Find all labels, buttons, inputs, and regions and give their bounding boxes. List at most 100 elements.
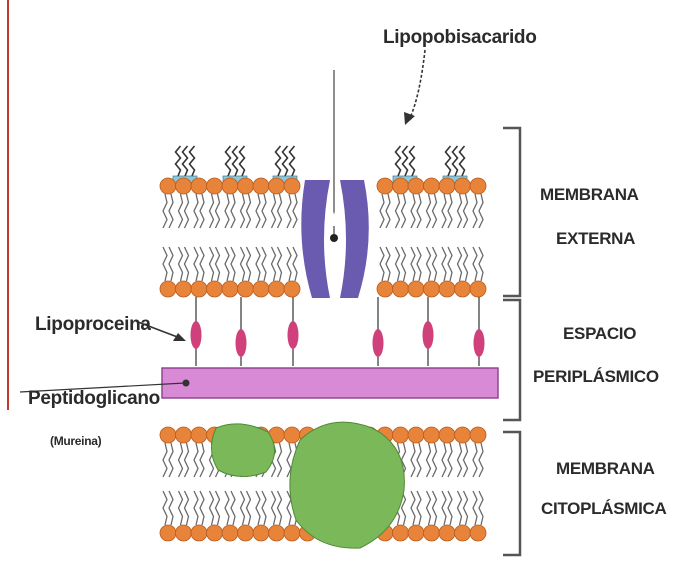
lipoprotein <box>373 329 384 357</box>
lipid-tail <box>231 194 235 228</box>
cytoplasmic-membrane <box>160 422 486 548</box>
lipid-tail <box>287 247 291 281</box>
phospholipid-head <box>284 525 300 541</box>
lipoprotein <box>423 321 434 349</box>
phospholipid-head <box>269 178 285 194</box>
phospholipid-head <box>439 178 455 194</box>
lipoprotein <box>474 329 485 357</box>
lipid-tail <box>179 194 183 228</box>
lipid-tail <box>448 443 452 477</box>
lipid-tail <box>231 491 235 525</box>
lipid-tail <box>473 491 477 525</box>
lipid-tail <box>427 247 431 281</box>
lps-chain <box>403 146 408 176</box>
phospholipid-head <box>160 525 176 541</box>
periplasmic-space <box>162 297 498 398</box>
lps-chain <box>460 146 465 176</box>
phospholipid-head <box>176 525 192 541</box>
lipid-tail <box>231 247 235 281</box>
periplasmic-label-line2: PERIPLÁSMICO <box>533 367 659 386</box>
lps-chain <box>446 146 451 176</box>
phospholipid-head <box>455 281 471 297</box>
phospholipid-head <box>269 281 285 297</box>
phospholipid-head <box>176 178 192 194</box>
phospholipid-head <box>470 281 486 297</box>
lipid-tail <box>402 247 406 281</box>
phospholipid-head <box>284 427 300 443</box>
lipid-tail <box>216 247 220 281</box>
lipid-tail <box>169 443 173 477</box>
lps-chain <box>283 146 288 176</box>
lipid-tail <box>256 491 260 525</box>
lps-chain <box>396 146 401 176</box>
lipid-tail <box>169 194 173 228</box>
lipopolysaccharide-label: Lipopobisacarido <box>383 27 537 48</box>
lipid-tail <box>200 443 204 477</box>
porin-channel-highlight <box>330 212 338 226</box>
phospholipid-head <box>207 525 223 541</box>
lipid-tail <box>247 247 251 281</box>
lipid-tail <box>293 247 297 281</box>
phospholipid-head <box>439 281 455 297</box>
phospholipid-head <box>253 525 269 541</box>
lipid-tail <box>380 247 384 281</box>
porin-channel <box>301 70 369 298</box>
lipid-tail <box>464 194 468 228</box>
lps-pointer-line <box>410 50 425 118</box>
phospholipid-head <box>191 427 207 443</box>
phospholipid-head <box>160 427 176 443</box>
lipid-tail <box>216 194 220 228</box>
lipid-tail <box>185 194 189 228</box>
phospholipid-head <box>455 178 471 194</box>
lipid-tail <box>272 247 276 281</box>
lipid-tail <box>262 491 266 525</box>
lps-chain <box>190 146 195 176</box>
lipid-tail <box>458 443 462 477</box>
lipid-tail <box>458 491 462 525</box>
lipoprotein <box>288 321 299 349</box>
murein-label: (Mureina) <box>50 434 102 448</box>
lipoprotein-pointer-arrowhead <box>173 333 186 341</box>
periplasmic-label-line1: ESPACIO <box>563 324 636 343</box>
lipid-tail <box>433 491 437 525</box>
phospholipid-head <box>284 178 300 194</box>
lipid-tail <box>247 491 251 525</box>
lipid-tail <box>442 443 446 477</box>
lipid-tail <box>427 491 431 525</box>
lipid-tail <box>433 247 437 281</box>
lipid-tail <box>293 194 297 228</box>
lipid-tail <box>179 491 183 525</box>
lipid-tail <box>417 443 421 477</box>
lipid-tail <box>225 247 229 281</box>
lipid-tail <box>448 194 452 228</box>
lipid-tail <box>411 443 415 477</box>
phospholipid-head <box>238 178 254 194</box>
outer-membrane-label-line2: EXTERNA <box>556 229 635 248</box>
lipid-tail <box>163 491 167 525</box>
lipid-tail <box>386 247 390 281</box>
lipid-tail <box>442 491 446 525</box>
lipid-tail <box>225 194 229 228</box>
outer-membrane-label-line1: MEMBRANA <box>540 185 639 204</box>
peptidoglycan-label: Peptidoglicano <box>28 388 160 409</box>
phospholipid-head <box>176 427 192 443</box>
phospholipid-head <box>269 525 285 541</box>
lps-chain <box>233 146 238 176</box>
lps-chain <box>226 146 231 176</box>
region-brackets <box>503 128 520 555</box>
phospholipid-head <box>207 281 223 297</box>
lipid-tail <box>433 443 437 477</box>
lps-pointer-arrowhead <box>404 112 415 125</box>
phospholipid-head <box>408 178 424 194</box>
phospholipid-head <box>408 427 424 443</box>
lipid-tail <box>380 194 384 228</box>
lipid-tail <box>417 194 421 228</box>
lps-chain <box>176 146 181 176</box>
lps-chain <box>240 146 245 176</box>
phospholipid-head <box>238 525 254 541</box>
phospholipid-head <box>377 178 393 194</box>
phospholipid-head <box>176 281 192 297</box>
lipid-tail <box>256 194 260 228</box>
phospholipid-head <box>424 427 440 443</box>
